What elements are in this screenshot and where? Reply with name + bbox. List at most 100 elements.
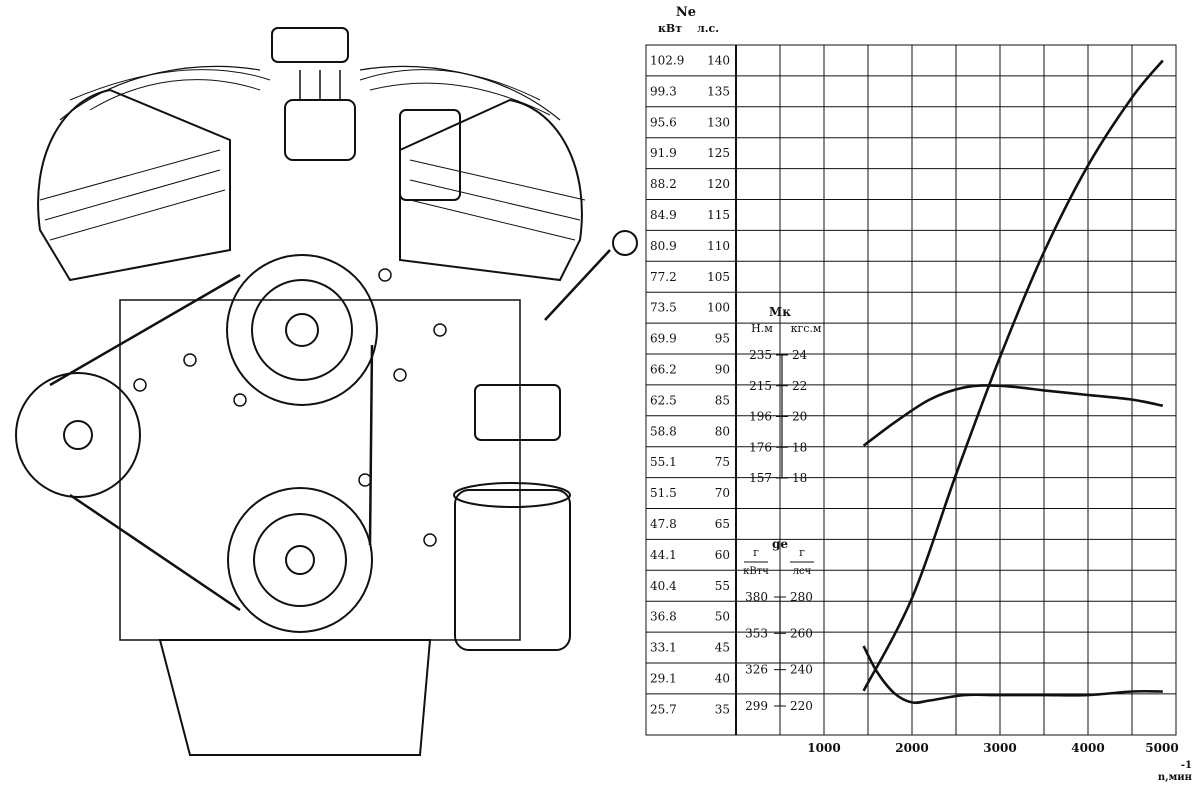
fuel-consumption-scale: 380 280 353 260 326 240 299 220	[745, 590, 813, 713]
drive-belt	[49, 273, 374, 612]
fuel-pump	[474, 384, 561, 441]
ne-kw-tick: 77.2	[650, 270, 677, 284]
ne-kw-tick: 69.9	[650, 332, 677, 346]
ge-unit-right-top: г	[799, 546, 805, 559]
crankshaft-pulley	[227, 487, 373, 633]
ne-kw-tick: 33.1	[650, 641, 677, 655]
ne-kw-tick: 73.5	[650, 301, 677, 315]
ne-kw-tick: 88.2	[650, 177, 677, 191]
ne-kw-tick: 84.9	[650, 208, 677, 222]
ne-hp-tick: 125	[707, 146, 730, 160]
ne-hp-tick: 140	[707, 53, 730, 67]
engine-front-view-drawing	[15, 27, 638, 756]
ne-kw-tick: 40.4	[650, 579, 677, 593]
ne-hp-tick: 80	[715, 424, 730, 438]
rpm-tick: 2000	[895, 741, 928, 755]
ne-kw-tick: 91.9	[650, 146, 677, 160]
ne-hp-tick: 105	[707, 270, 730, 284]
ge-unit-right-bottom: лсч	[793, 566, 812, 577]
ne-kw-tick: 36.8	[650, 610, 677, 624]
rpm-axis: 1000 2000 3000 4000 5000	[807, 741, 1178, 755]
ne-kw-tick: 102.9	[650, 53, 684, 67]
torque-scale: 235 24 215 22 196 20 176 18 157 18	[749, 348, 808, 485]
mk-unit-kgs: кгс.м	[791, 322, 822, 335]
mk-nm-tick: 176	[749, 440, 772, 454]
mk-nm-tick: 157	[749, 471, 772, 485]
mk-kgs-tick: 24	[792, 348, 808, 362]
oil-pan	[158, 639, 432, 756]
ne-hp-tick: 40	[715, 671, 730, 685]
ne-hp-tick: 50	[715, 610, 730, 624]
ne-hp-tick: 35	[715, 702, 730, 716]
ne-hp-tick: 60	[715, 548, 730, 562]
ge-kwh-tick: 380	[745, 590, 768, 604]
ne-kw-tick: 99.3	[650, 84, 677, 98]
fuel-filter	[399, 109, 461, 201]
ne-hp-tick: 85	[715, 393, 730, 407]
ne-hp-tick: 115	[707, 208, 730, 222]
ne-axis-title: Ne	[676, 5, 696, 20]
water-pump-pulley	[226, 254, 378, 406]
chart-curves	[862, 59, 1164, 705]
right-valve-cover	[399, 98, 583, 282]
rpm-tick: 4000	[1071, 741, 1104, 755]
mk-kgs-tick: 22	[792, 379, 807, 393]
rpm-tick: 1000	[807, 741, 840, 755]
ne-unit-kw: кВт	[658, 22, 682, 35]
ne-hp-tick: 95	[715, 332, 730, 346]
ne-kw-tick: 95.6	[650, 115, 677, 129]
power-scale-table: 102.9 140 99.3 135 95.6 130 91.9 125 88.2 120 84.9…	[650, 53, 730, 716]
rpm-tick: 3000	[983, 741, 1016, 755]
distributor	[284, 99, 356, 161]
mk-nm-tick: 196	[749, 410, 772, 424]
ne-hp-tick: 120	[707, 177, 730, 191]
performance-chart: 102.9 140 99.3 135 95.6 130 91.9 125 88.2 120 84.9…	[645, 5, 1192, 783]
rpm-exponent: -1	[1181, 760, 1192, 771]
mk-kgs-tick: 18	[792, 440, 807, 454]
ne-kw-tick: 47.8	[650, 517, 677, 531]
ge-kwh-tick: 299	[745, 699, 768, 713]
oil-filter	[454, 489, 571, 651]
torque-curve	[862, 384, 1164, 447]
ne-kw-tick: 44.1	[650, 548, 677, 562]
ge-kwh-tick: 326	[745, 663, 768, 677]
cylinder-block	[119, 299, 521, 641]
oil-filler-cap	[271, 27, 349, 63]
ne-kw-tick: 51.5	[650, 486, 677, 500]
chart-frame	[645, 44, 1177, 736]
alternator-pulley	[15, 372, 141, 498]
power-curve	[862, 59, 1164, 692]
ne-unit-hp: л.с.	[697, 22, 719, 35]
ge-hph-tick: 220	[790, 699, 813, 713]
ne-kw-tick: 80.9	[650, 239, 677, 253]
fuel-consumption-curve	[862, 645, 1163, 705]
ge-kwh-tick: 353	[745, 626, 768, 640]
ge-hph-tick: 240	[790, 663, 813, 677]
ne-kw-tick: 25.7	[650, 702, 677, 716]
ne-kw-tick: 58.8	[650, 424, 677, 438]
mk-kgs-tick: 20	[792, 410, 807, 424]
rpm-tick: 5000	[1145, 741, 1178, 755]
ne-hp-tick: 55	[715, 579, 730, 593]
ne-hp-tick: 100	[707, 301, 730, 315]
ne-hp-tick: 70	[715, 486, 730, 500]
rpm-axis-label: n,мин	[1158, 772, 1192, 783]
ne-hp-tick: 90	[715, 362, 730, 376]
mk-nm-tick: 235	[749, 348, 772, 362]
mk-nm-tick: 215	[749, 379, 772, 393]
ne-kw-tick: 29.1	[650, 671, 677, 685]
mk-unit-nm: Н.м	[751, 322, 773, 335]
ne-hp-tick: 75	[715, 455, 730, 469]
ne-hp-tick: 135	[707, 84, 730, 98]
ne-hp-tick: 130	[707, 115, 730, 129]
mk-kgs-tick: 18	[792, 471, 807, 485]
ne-hp-tick: 65	[715, 517, 730, 531]
ge-hph-tick: 260	[790, 626, 813, 640]
ne-kw-tick: 66.2	[650, 362, 677, 376]
ne-hp-tick: 45	[715, 641, 730, 655]
ge-unit-left-top: г	[753, 546, 759, 559]
ge-hph-tick: 280	[790, 590, 813, 604]
ge-unit-left-bottom: кВтч	[743, 566, 769, 577]
ge-axis-title: ge	[772, 537, 788, 551]
ne-kw-tick: 55.1	[650, 455, 677, 469]
